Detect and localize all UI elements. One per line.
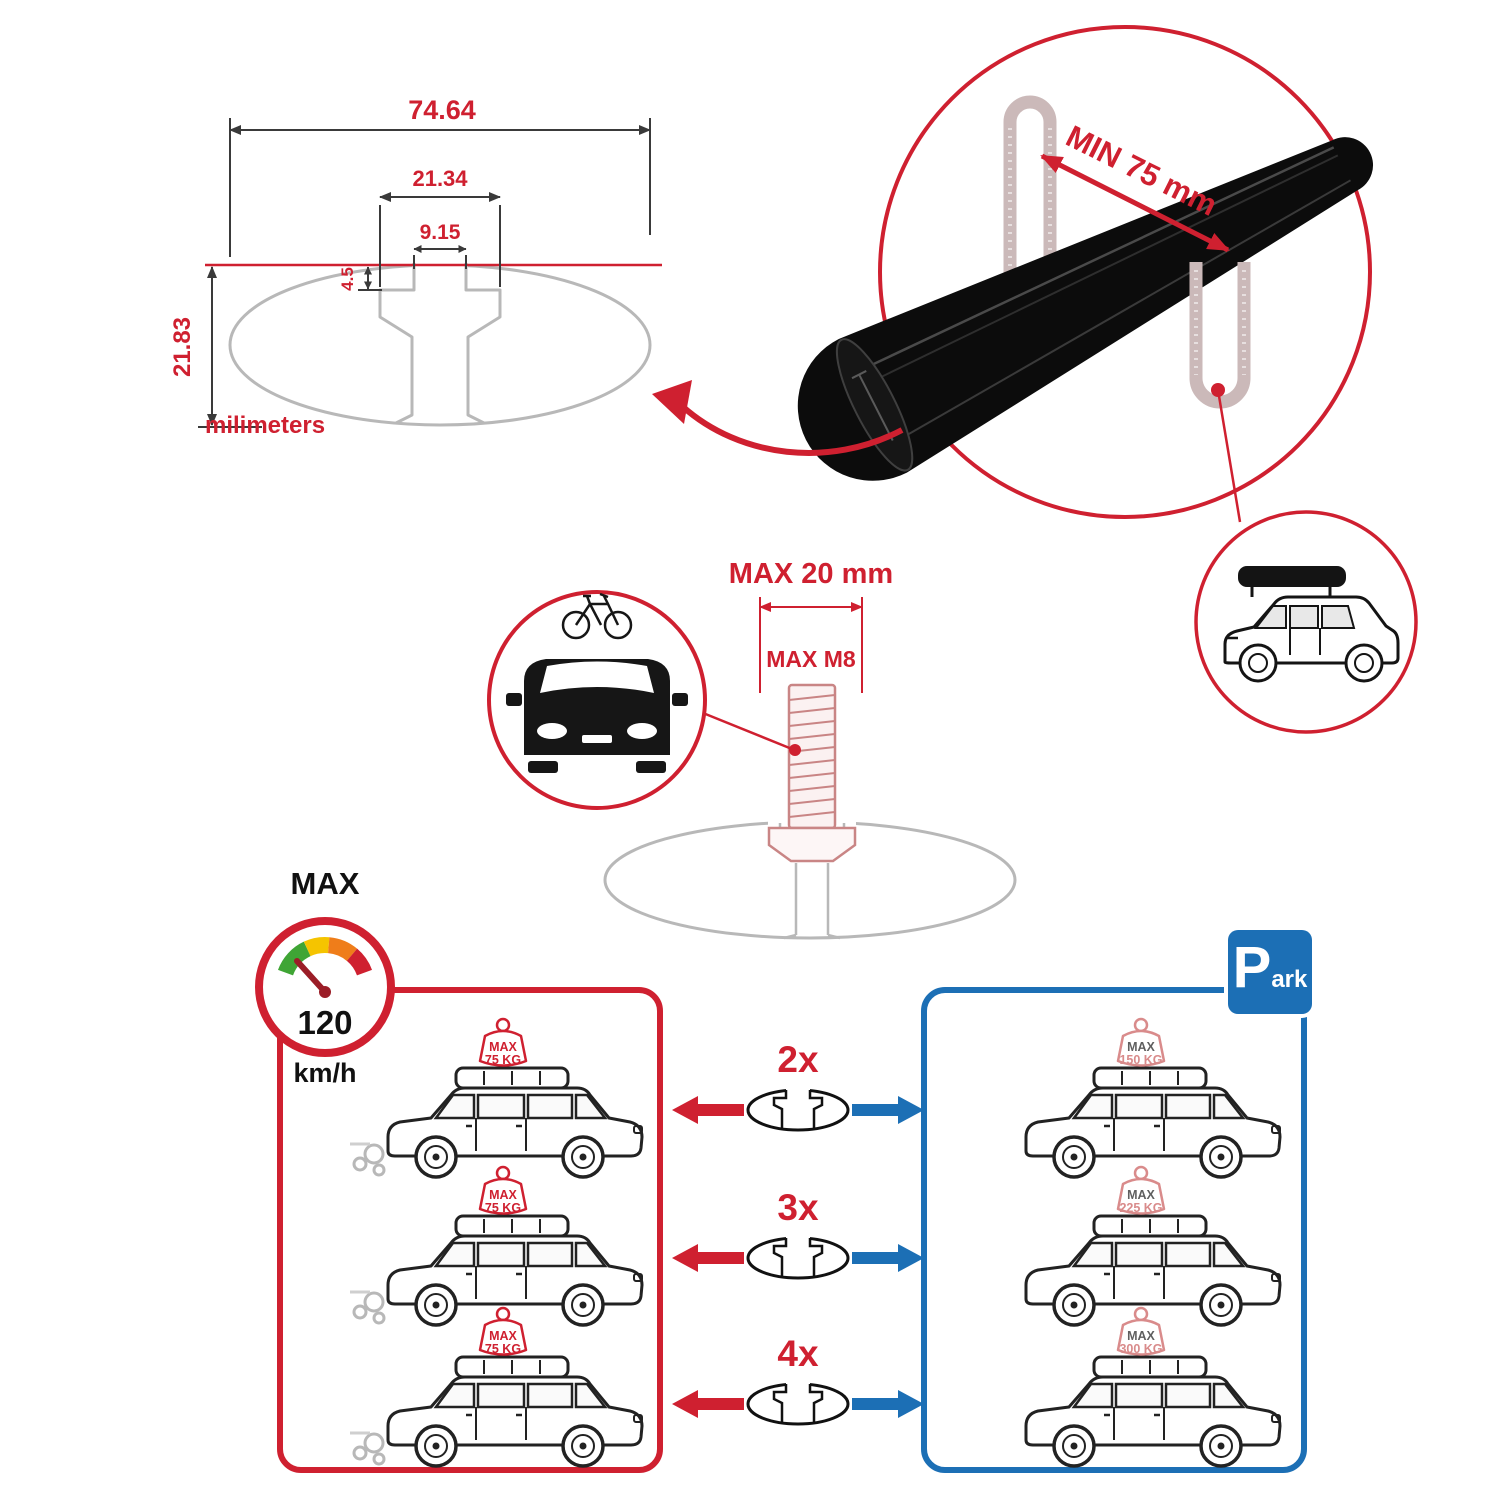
load-tag-title: MAX xyxy=(489,1040,517,1054)
load-tag-value: 225 KG xyxy=(1119,1201,1162,1215)
dim-slot-outer-label: 21.34 xyxy=(412,166,468,191)
bolt-threads xyxy=(788,694,836,818)
t-slot-channel xyxy=(378,263,502,425)
parked-car-1: MAX 150 KG xyxy=(1024,1017,1282,1179)
crossbar-profile-icon xyxy=(746,1233,850,1280)
headlight-right xyxy=(627,723,657,739)
speed-unit-label: km/h xyxy=(293,1058,357,1088)
suv-roofbox-circle xyxy=(1194,510,1418,734)
gauge-pivot xyxy=(319,986,331,998)
speed-value: 120 xyxy=(297,1004,352,1041)
max-width-label: MAX 20 mm xyxy=(729,558,893,590)
gauge-needle xyxy=(294,958,328,995)
red-left-arrow xyxy=(672,1390,698,1418)
zoom-circle xyxy=(878,25,1372,519)
leader-to-bolt xyxy=(702,711,793,751)
min-span-arrow xyxy=(1040,153,1230,253)
moving-car-2: MAX 75 KG xyxy=(348,1165,644,1327)
gauge-arc-green xyxy=(277,941,311,976)
wheel-left xyxy=(528,761,558,773)
load-tag: MAX 75 KG xyxy=(478,1017,528,1067)
load-tag: MAX 300 KG xyxy=(1116,1306,1166,1356)
headlight-left xyxy=(537,723,567,739)
load-tag-title: MAX xyxy=(1127,1329,1155,1343)
pointer-arrow-head xyxy=(652,380,692,424)
crossbar-profile-icon xyxy=(746,1085,850,1132)
load-tag-value: 150 KG xyxy=(1119,1053,1162,1067)
leader-to-suv xyxy=(1216,389,1242,523)
load-tag-title: MAX xyxy=(489,1329,517,1343)
load-tag: MAX 75 KG xyxy=(478,1165,528,1215)
moving-zone-box xyxy=(277,987,663,1473)
gauge-arc-red xyxy=(346,948,373,976)
mirror-right xyxy=(672,693,688,706)
gauge-arc-yellow xyxy=(303,937,330,957)
u-bolt-left xyxy=(1003,95,1057,300)
bolt-shaft xyxy=(787,683,837,830)
red-left-arrow xyxy=(672,1244,698,1272)
park-sign-suffix: ark xyxy=(1271,966,1308,993)
max-speed-title: MAX xyxy=(290,866,360,901)
speed-gauge: 120 xyxy=(255,917,395,1057)
car-front-icon xyxy=(506,659,688,773)
car-front-circle xyxy=(487,590,707,810)
load-tag-title: MAX xyxy=(489,1188,517,1202)
dim-total-height-label: 21.83 xyxy=(169,317,196,377)
crossbar-count-row-3: 4x xyxy=(672,1333,924,1426)
load-tag: MAX 150 KG xyxy=(1116,1017,1166,1067)
blue-right-arrow xyxy=(898,1390,924,1418)
wheel-right xyxy=(636,761,666,773)
load-tag-title: MAX xyxy=(1127,1040,1155,1054)
moving-car-1: MAX 75 KG xyxy=(348,1017,644,1179)
load-tag: MAX 75 KG xyxy=(478,1306,528,1356)
dim-slot-depth-label: 4.5 xyxy=(338,267,357,291)
crossbar-count-row-1: 2x xyxy=(672,1039,924,1132)
bolt-t-head xyxy=(767,826,857,863)
red-left-arrow xyxy=(672,1096,698,1124)
bike-icon xyxy=(561,592,633,640)
load-tag-value: 300 KG xyxy=(1119,1342,1162,1356)
roof-box xyxy=(1238,566,1346,587)
profile-dimension-diagram: 74.64 21.34 9.15 4.5 21.83 milimeters xyxy=(169,95,662,439)
load-tag-value: 75 KG xyxy=(485,1201,521,1215)
pointer-arrow-curve xyxy=(679,403,904,456)
park-sign-letter: P xyxy=(1232,935,1272,1000)
crossbar-zoom-illustration: MIN 75 mm xyxy=(652,25,1418,734)
dim-total-width-label: 74.64 xyxy=(408,95,476,125)
load-tag-title: MAX xyxy=(1127,1188,1155,1202)
grille xyxy=(582,735,612,743)
blue-right-arrow xyxy=(898,1096,924,1124)
count-label: 2x xyxy=(777,1039,819,1080)
dim-slot-inner-label: 9.15 xyxy=(420,221,461,244)
parked-car-2: MAX 225 KG xyxy=(1024,1165,1282,1327)
gauge-arc-orange xyxy=(327,937,358,962)
windshield xyxy=(540,661,654,693)
bolt-point-dot xyxy=(789,744,801,756)
crossbar-count-row-2: 3x xyxy=(672,1187,924,1280)
bolt-spec-diagram: MAX 20 mm MAX M8 xyxy=(487,558,1017,940)
t-bolt xyxy=(767,683,857,863)
units-label: milimeters xyxy=(205,412,325,439)
parked-car-3: MAX 300 KG xyxy=(1024,1306,1282,1468)
moving-car-3: MAX 75 KG xyxy=(348,1306,644,1468)
crossbar-profile-icon xyxy=(746,1379,850,1426)
load-tag: MAX 225 KG xyxy=(1116,1165,1166,1215)
profile-ellipse xyxy=(228,263,652,427)
blue-right-arrow xyxy=(898,1244,924,1272)
parked-zone-box xyxy=(921,987,1307,1473)
count-label: 4x xyxy=(777,1333,819,1374)
max-thread-label: MAX M8 xyxy=(766,646,856,672)
load-tag-value: 75 KG xyxy=(485,1342,521,1356)
count-label: 3x xyxy=(777,1187,819,1228)
mirror-left xyxy=(506,693,522,706)
load-tag-value: 75 KG xyxy=(485,1053,521,1067)
